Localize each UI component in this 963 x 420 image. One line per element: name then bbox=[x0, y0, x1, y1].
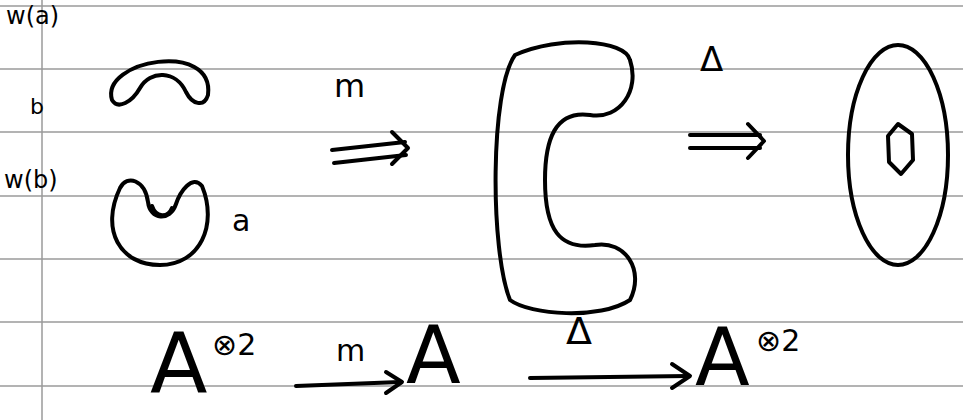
map-label: Δ bbox=[700, 42, 723, 76]
double-arrow bbox=[690, 124, 764, 158]
double-arrow bbox=[332, 132, 408, 164]
algebra-symbol: A bbox=[406, 316, 461, 396]
merged-surface bbox=[496, 42, 636, 313]
tensor-power: ⊗2 bbox=[212, 330, 256, 360]
map-label: Δ bbox=[566, 312, 592, 350]
annulus-outer bbox=[848, 45, 948, 265]
cap-surface bbox=[111, 61, 208, 104]
cup-inner bbox=[152, 206, 172, 215]
map-label: m bbox=[334, 70, 365, 102]
tensor-power: ⊗2 bbox=[756, 326, 800, 356]
cup-surface bbox=[112, 180, 208, 265]
surface-label: b bbox=[30, 96, 44, 118]
surface-label: w(a) bbox=[6, 4, 59, 28]
map-arrow bbox=[296, 372, 402, 393]
map-arrow bbox=[530, 364, 690, 388]
map-label: m bbox=[336, 336, 365, 366]
surface-label: a bbox=[232, 206, 250, 236]
algebra-symbol: A bbox=[695, 318, 750, 398]
annulus-inner bbox=[888, 124, 913, 174]
surface-label: w(b) bbox=[4, 168, 58, 192]
algebra-symbol: A bbox=[150, 322, 207, 406]
